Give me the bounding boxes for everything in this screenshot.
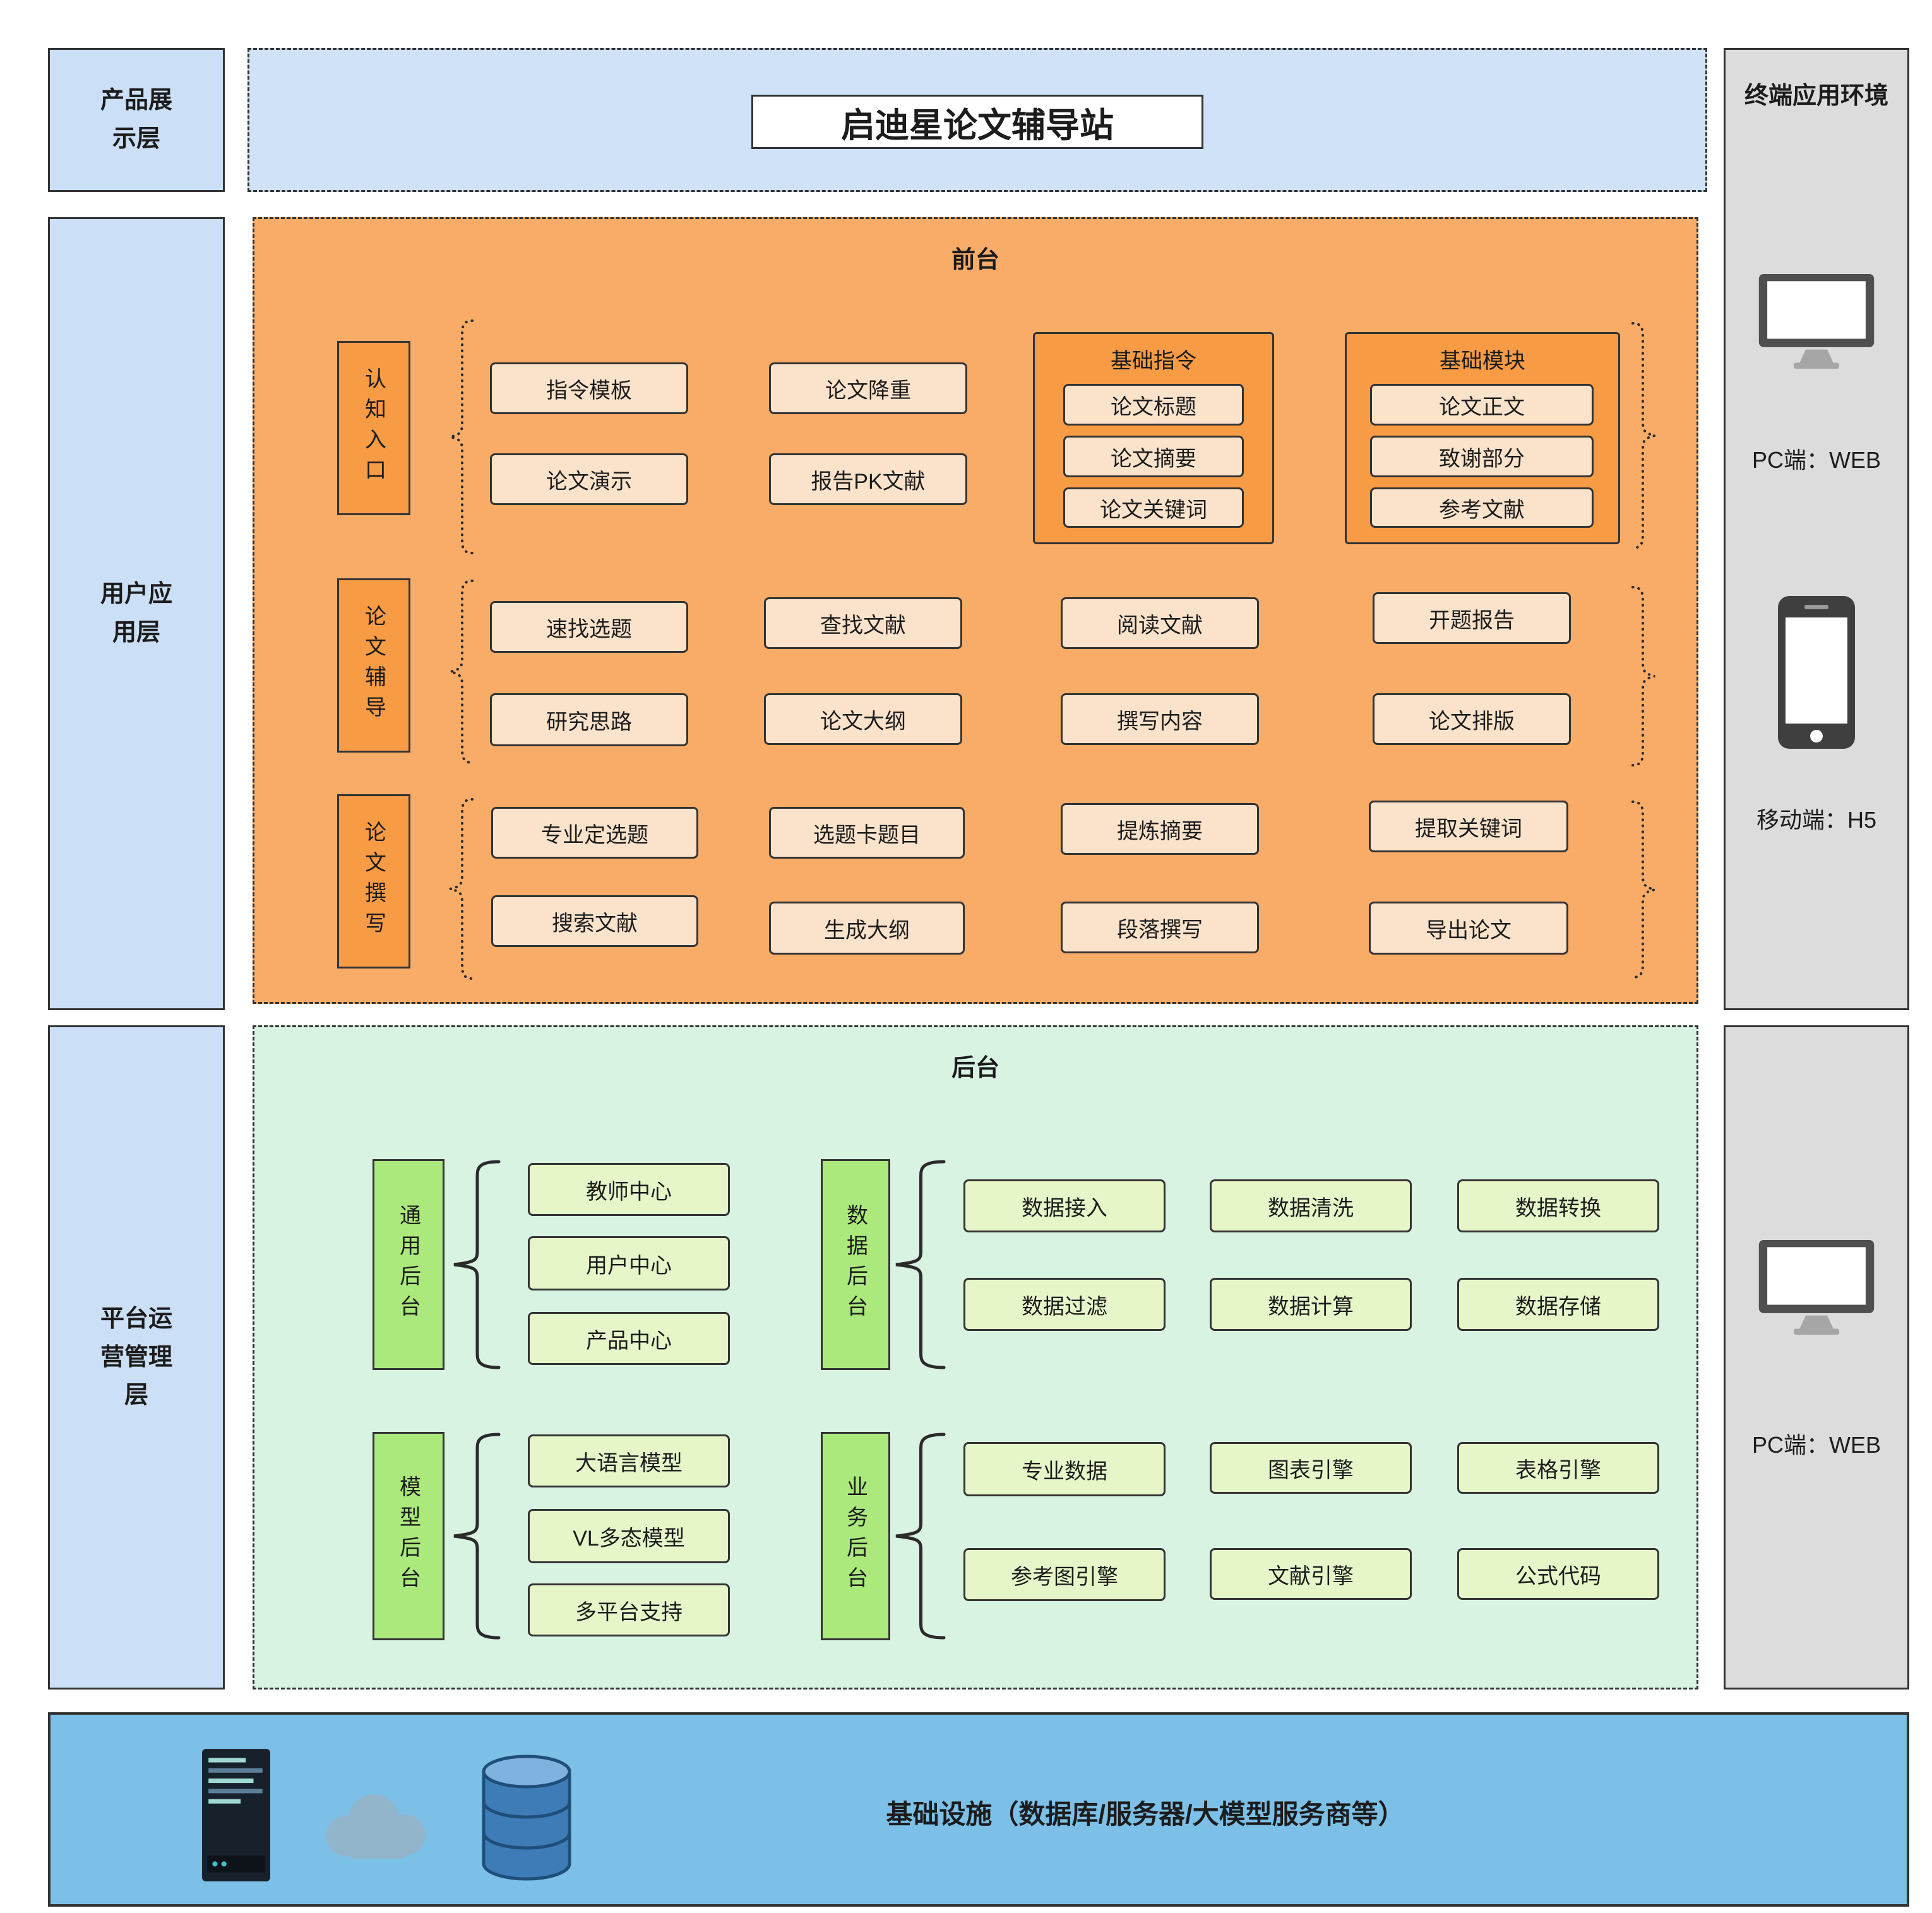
diagram-node: 数据过滤 — [963, 1278, 1166, 1331]
diagram-node: 开题报告 — [1373, 592, 1571, 644]
diagram-node: 论文演示 — [490, 453, 688, 505]
category-model-backend: 模型后台 — [373, 1432, 444, 1640]
diagram-node: 用户中心 — [528, 1236, 730, 1290]
layer-product-display: 产品展示层 — [48, 48, 225, 192]
diagram-node: 查找文献 — [764, 597, 962, 649]
diagram-node: 参考文献 — [1370, 487, 1594, 528]
category-paper-writing: 论文撰写 — [337, 794, 410, 968]
category-data-backend: 数据后台 — [821, 1159, 890, 1370]
diagram-node: 段落撰写 — [1061, 902, 1259, 953]
cloud-icon — [326, 1794, 426, 1859]
category-business-backend: 业务后台 — [821, 1432, 890, 1640]
dotted-brace — [1631, 322, 1655, 549]
category-general-backend: 通用后台 — [373, 1159, 444, 1370]
diagram-node: 论文降重 — [769, 362, 967, 414]
diagram-node: 数据清洗 — [1210, 1179, 1412, 1232]
dotted-brace — [1631, 801, 1655, 979]
pc-web-label: PC端：WEB — [1751, 447, 1881, 473]
diagram-node: 文献引擎 — [1210, 1548, 1412, 1600]
diagram-node: 表格引擎 — [1457, 1442, 1659, 1494]
diagram-node: 搜索文献 — [491, 895, 698, 947]
monitor-icon — [1758, 273, 1875, 369]
diagram-node: 论文关键词 — [1063, 487, 1244, 528]
backend-label: 后台 — [951, 1055, 999, 1082]
terminal-environment-title: 终端应用环境 — [1744, 83, 1888, 109]
diagram-node: 论文排版 — [1373, 693, 1571, 745]
diagram-node: 产品中心 — [528, 1312, 730, 1365]
diagram-node: 论文正文 — [1370, 384, 1594, 426]
diagram-node: 公式代码 — [1457, 1548, 1659, 1600]
diagram-node: 指令模板 — [490, 362, 688, 414]
dotted-brace — [450, 798, 474, 980]
brace — [453, 1433, 501, 1640]
diagram-node: 教师中心 — [528, 1163, 730, 1216]
diagram-node: 选题卡题目 — [769, 807, 965, 859]
diagram-node: 论文标题 — [1063, 384, 1244, 426]
basic-commands-label: 基础指令 — [1111, 349, 1196, 373]
brace — [895, 1433, 946, 1640]
diagram-node: 多平台支持 — [528, 1583, 730, 1636]
diagram-node: 数据接入 — [963, 1179, 1166, 1232]
diagram-node: 论文摘要 — [1063, 436, 1244, 477]
diagram-node: 论文大纲 — [764, 693, 962, 745]
frontend-label: 前台 — [951, 247, 999, 273]
server-icon — [202, 1749, 270, 1881]
diagram-node: 提炼摘要 — [1061, 803, 1259, 855]
category-paper-tutoring: 论文辅导 — [337, 578, 410, 753]
diagram-node: 导出论文 — [1369, 902, 1568, 955]
category-cognitive-entry: 认知入口 — [337, 341, 410, 515]
layer-platform-ops: 平台运营管理层 — [48, 1025, 225, 1690]
diagram-node: 致谢部分 — [1370, 436, 1594, 477]
diagram-node: 数据转换 — [1457, 1179, 1659, 1232]
monitor-icon — [1758, 1239, 1875, 1335]
diagram-node: 专业定选题 — [491, 807, 698, 859]
brace — [453, 1160, 501, 1369]
diagram-node: 阅读文献 — [1061, 597, 1259, 649]
terminal-environment-panel — [1724, 48, 1909, 1010]
mobile-h5-label: 移动端：H5 — [1756, 807, 1877, 833]
diagram-node: 数据存储 — [1457, 1278, 1659, 1331]
diagram-node: 数据计算 — [1210, 1278, 1412, 1331]
basic-modules-label: 基础模块 — [1440, 349, 1525, 373]
layer-user-application: 用户应用层 — [48, 217, 225, 1010]
diagram-node: 提取关键词 — [1369, 801, 1568, 852]
diagram-node: 图表引擎 — [1210, 1442, 1412, 1494]
diagram-node: 专业数据 — [963, 1442, 1166, 1496]
diagram-node: 报告PK文献 — [769, 453, 967, 505]
diagram-node: 研究思路 — [490, 693, 688, 746]
diagram-node: VL多态模型 — [528, 1509, 730, 1563]
diagram-node: 大语言模型 — [528, 1434, 730, 1487]
diagram-title: 启迪星论文辅导站 — [751, 95, 1203, 149]
diagram-node: 速找选题 — [490, 601, 688, 653]
diagram-node: 撰写内容 — [1061, 693, 1259, 745]
pc-web-label-2: PC端：WEB — [1751, 1432, 1881, 1458]
infrastructure-label: 基础设施（数据库/服务器/大模型服务商等） — [886, 1799, 1405, 1829]
dotted-brace — [450, 580, 474, 764]
dotted-brace — [450, 319, 474, 554]
brace — [895, 1160, 946, 1369]
diagram-node: 参考图引擎 — [963, 1548, 1166, 1601]
terminal-environment-panel-2 — [1724, 1025, 1909, 1690]
dotted-brace — [1631, 586, 1655, 766]
smartphone-icon — [1778, 596, 1855, 749]
database-icon — [482, 1755, 571, 1881]
diagram-node: 生成大纲 — [769, 902, 965, 955]
